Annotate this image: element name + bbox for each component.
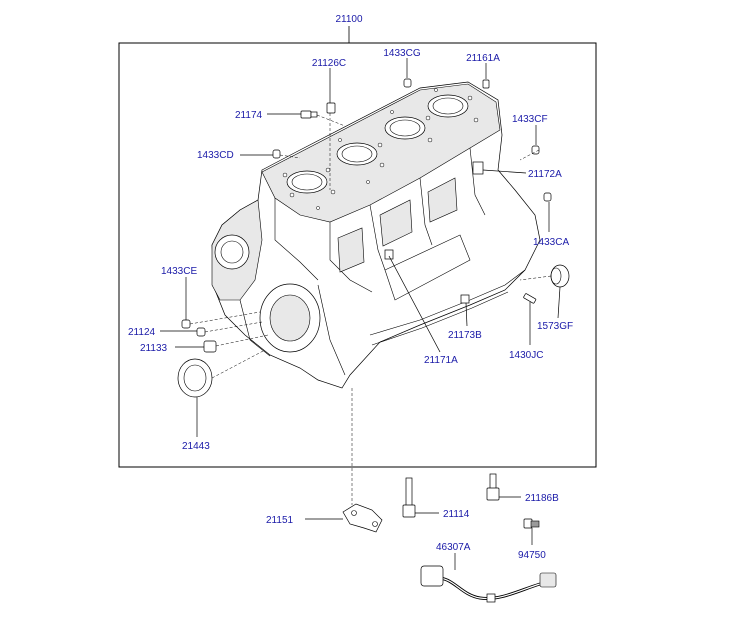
label-21173B[interactable]: 21173B <box>448 330 482 341</box>
label-21151[interactable]: 21151 <box>266 515 294 526</box>
bore-4 <box>427 94 469 118</box>
bore-4-inner <box>432 97 464 115</box>
label-94750[interactable]: 94750 <box>518 550 546 561</box>
label-1433CF[interactable]: 1433CF <box>512 114 548 125</box>
plug-1433CD[interactable] <box>272 149 281 159</box>
projection-lines <box>189 113 552 505</box>
bore-1 <box>286 170 328 194</box>
bore-3 <box>384 116 426 140</box>
plug-1433CG[interactable] <box>403 78 412 88</box>
plug-1433CF[interactable] <box>531 145 540 155</box>
bolt-21114[interactable] <box>402 477 416 518</box>
seal-21443[interactable] <box>177 358 213 398</box>
rear-face-edges <box>239 284 346 376</box>
bore-1-inner <box>291 173 323 191</box>
label-21171A[interactable]: 21171A <box>424 355 458 366</box>
pin-21161A[interactable] <box>482 79 490 89</box>
label-21124[interactable]: 21124 <box>128 327 156 338</box>
label-21161A[interactable]: 21161A <box>466 53 500 64</box>
block-window-2 <box>427 177 458 223</box>
bore-2 <box>336 142 378 166</box>
label-21114[interactable]: 21114 <box>443 509 470 520</box>
label-21186B[interactable]: 21186B <box>525 493 559 504</box>
label-1433CD[interactable]: 1433CD <box>197 150 234 161</box>
block-window-3 <box>337 227 365 273</box>
plug-1433CA[interactable] <box>543 192 552 202</box>
block-rib-b <box>369 147 486 271</box>
plug-21133[interactable] <box>203 340 217 353</box>
front-bore-inner <box>220 240 244 264</box>
oil-pan-flange-lower <box>371 291 509 346</box>
label-46307A[interactable]: 46307A <box>436 542 471 553</box>
dowel-1430JC[interactable] <box>523 293 537 304</box>
harness-46307A[interactable] <box>420 565 557 603</box>
block-skirt-panel <box>384 234 471 301</box>
label-21100[interactable]: 21100 <box>335 14 363 25</box>
rear-seal-bore <box>269 294 311 342</box>
label-1433CE[interactable]: 1433CE <box>161 266 197 277</box>
leader-lines <box>160 58 561 570</box>
bolt-21174[interactable] <box>300 110 318 119</box>
bore-2-inner <box>341 145 373 163</box>
bolt-21186B[interactable] <box>486 473 500 501</box>
bore-3-inner <box>389 119 421 137</box>
block-fitting-21173B <box>460 294 470 304</box>
assembly-frame <box>118 42 597 468</box>
front-bore-boss <box>214 234 250 270</box>
block-fitting-21171A <box>384 249 394 260</box>
cap-1573GF[interactable] <box>550 264 570 288</box>
block-window-1 <box>379 199 413 247</box>
sensor-group <box>342 473 557 603</box>
plug-21126C[interactable] <box>326 102 336 114</box>
bracket-21151[interactable] <box>342 503 383 533</box>
label-21172A[interactable]: 21172A <box>528 169 562 180</box>
label-21126C[interactable]: 21126C <box>312 58 346 69</box>
label-1573GF[interactable]: 1573GF <box>537 321 573 332</box>
oil-pan-flange <box>369 269 526 336</box>
label-1433CA[interactable]: 1433CA <box>533 237 569 248</box>
label-21133[interactable]: 21133 <box>140 343 168 354</box>
sensor-94750[interactable] <box>523 518 540 529</box>
block-fitting-21172A <box>472 161 484 175</box>
label-21443[interactable]: 21443 <box>182 441 210 452</box>
label-1433CG[interactable]: 1433CG <box>383 48 420 59</box>
label-1430JC[interactable]: 1430JC <box>509 350 543 361</box>
cylinder-block <box>211 81 541 389</box>
water-jacket-holes <box>282 88 479 210</box>
plug-1433CE[interactable] <box>181 319 191 329</box>
part-labels: 21126C 1433CG 21161A 21174 1433CF 1433CD… <box>128 48 573 561</box>
plug-21124[interactable] <box>196 327 206 337</box>
label-21174[interactable]: 21174 <box>235 110 263 121</box>
